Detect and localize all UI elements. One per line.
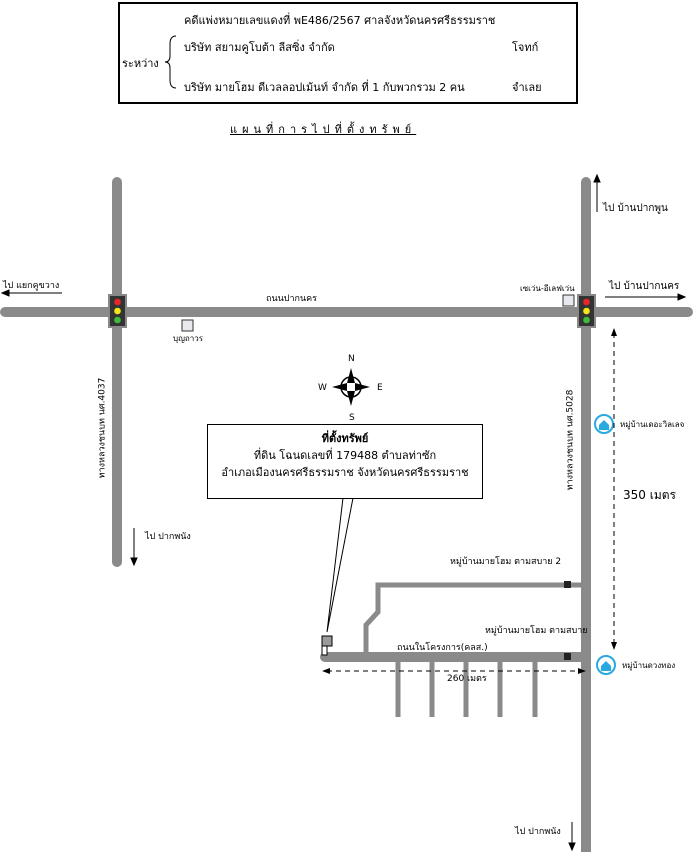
shop-label: บุญถาวร: [173, 334, 204, 343]
distance-horizontal: 260 เมตร: [447, 674, 487, 684]
shop-marker-icon: [181, 319, 194, 332]
brace-symbol: [164, 35, 177, 89]
village-bottom-icon: [596, 655, 616, 675]
gate-2-label: หมู่บ้านมายโฮม ตามสบาย 2: [450, 557, 562, 567]
compass-icon: [332, 368, 370, 406]
plaintiff-role: โจทก์: [512, 41, 539, 54]
dimension-lines: [327, 333, 615, 672]
gate-1-label: หมู่บ้านมายโฮม ตามสบาย: [485, 626, 588, 636]
direction-right: ไป บ้านปากนคร: [609, 281, 680, 292]
direction-left: ไป แยกคูขวาง: [3, 281, 60, 291]
traffic-light-right-icon: [577, 294, 596, 328]
store-marker-icon: [562, 294, 575, 307]
direction-bottom-left: ไป ปากพนัง: [145, 532, 191, 542]
gate-1-icon: [564, 653, 571, 660]
map-title: แผนที่การไปที่ตั้งทรัพย์: [230, 123, 417, 136]
seven-eleven-label: เซเว่น-อีเลฟเว่น: [520, 284, 575, 293]
compass-n: N: [348, 354, 355, 364]
callout-pointer: [326, 497, 354, 633]
compass-e: E: [377, 383, 383, 393]
highway-right-label: ทางหลวงชนบท นศ.5028: [565, 389, 576, 491]
village-top-icon: [594, 414, 614, 434]
highway-left-label: ทางหลวงชนบท นศ.4037: [97, 377, 108, 479]
village-top-label: หมู่บ้านเดอะวิลเลจ: [620, 420, 685, 429]
property-callout: ที่ตั้งทรัพย์ ที่ดิน โฉนดเลขที่ 179488 ต…: [207, 424, 483, 499]
distance-vertical: 350 เมตร: [623, 488, 676, 502]
defendant-name: บริษัท มายโฮม ดีเวลลอปเม้นท์ จำกัด ที่ 1…: [184, 81, 465, 94]
property-marker-icon: [321, 635, 333, 647]
property-line-1: ที่ดิน โฉนดเลขที่ 179488 ตำบลท่าซัก: [253, 449, 437, 462]
between-label: ระหว่าง: [122, 57, 159, 70]
case-info-box: คดีแพ่งหมายเลขแดงที่ พE486/2567 ศาลจังหว…: [118, 2, 578, 104]
defendant-role: จำเลย: [512, 81, 542, 94]
case-number: คดีแพ่งหมายเลขแดงที่ พE486/2567 ศาลจังหว…: [184, 14, 496, 27]
traffic-light-left-icon: [108, 294, 127, 328]
compass-w: W: [318, 383, 327, 393]
project-road-label: ถนนในโครงการ(คลส.): [397, 643, 488, 653]
village-bottom-label: หมู่บ้านดวงทอง: [622, 661, 676, 670]
direction-bottom-right: ไป ปากพนัง: [515, 827, 561, 837]
compass-s: S: [349, 413, 355, 423]
property-line-2: อำเภอเมืองนครศรีธรรมราช จังหวัดนครศรีธรร…: [221, 466, 469, 479]
main-road-label: ถนนปากนคร: [266, 294, 317, 304]
direction-top-right: ไป บ้านปากพูน: [603, 203, 668, 214]
plaintiff-name: บริษัท สยามคูโบต้า ลีสซิ่ง จำกัด: [184, 41, 335, 54]
property-title: ที่ตั้งทรัพย์: [321, 432, 369, 445]
gate-2-icon: [564, 581, 571, 588]
project-streets: [363, 582, 586, 717]
